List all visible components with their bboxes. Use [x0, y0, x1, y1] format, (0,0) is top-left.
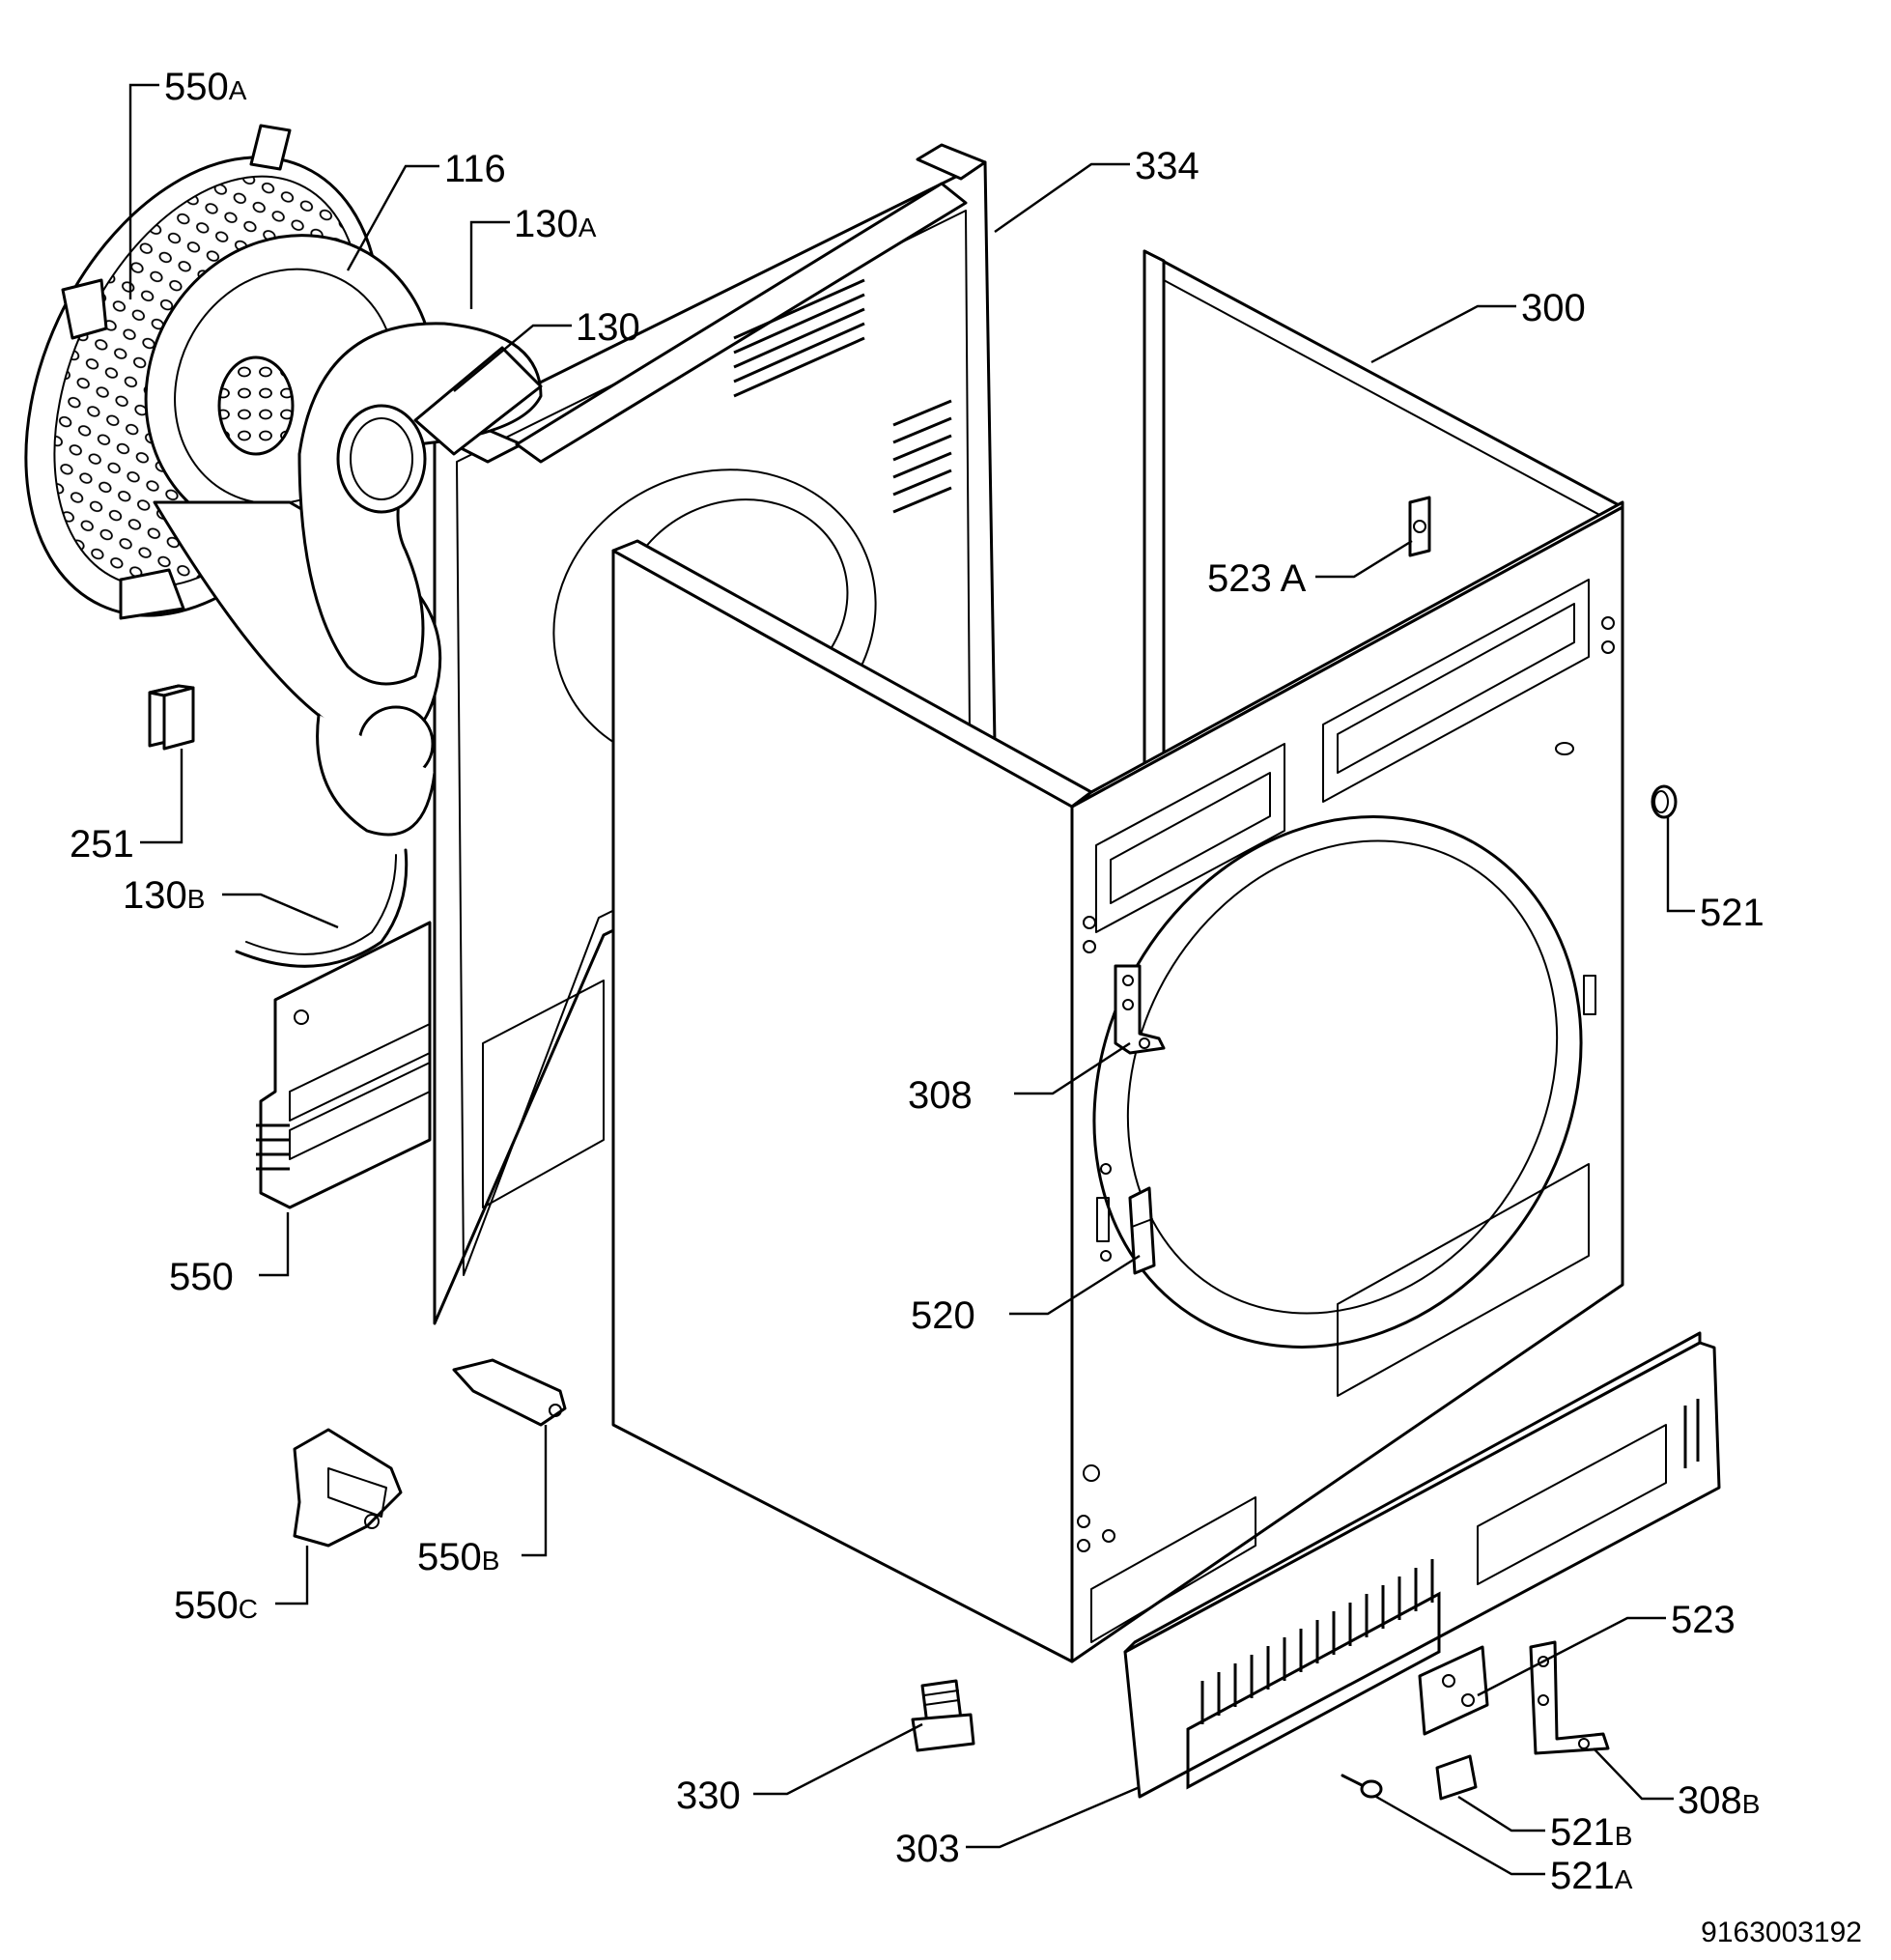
air-duct-550: [256, 921, 432, 1209]
clip-550c: [293, 1428, 403, 1548]
gasket-strip-130b: [235, 848, 409, 968]
plinth-panel-303: [1123, 1331, 1721, 1799]
plinth-vent-slots: [1200, 1559, 1434, 1724]
adjustable-foot-330: [911, 1679, 975, 1752]
label-521: 521: [1700, 892, 1764, 934]
gasket-130: [336, 346, 543, 514]
leader-lines: [128, 83, 1695, 1876]
cabinet-body-300: [611, 249, 1624, 1663]
label-130: 130: [576, 306, 640, 349]
label-523: 523: [1671, 1599, 1736, 1641]
label-308b: 308B: [1678, 1779, 1760, 1822]
label-330: 330: [676, 1775, 741, 1817]
label-523a: 523 A: [1207, 557, 1307, 600]
duct-ribs: [256, 1123, 290, 1171]
hinge-520: [1128, 1186, 1156, 1275]
label-300: 300: [1521, 287, 1586, 329]
cap-521b: [1435, 1754, 1478, 1801]
label-303: 303: [895, 1828, 960, 1870]
label-116: 116: [444, 148, 506, 190]
label-550c: 550C: [174, 1584, 258, 1627]
rear-panel-vent-slots: [733, 278, 952, 514]
label-521a: 521A: [1550, 1855, 1633, 1897]
label-550a: 550A: [164, 66, 247, 108]
label-251: 251: [70, 823, 134, 866]
label-520: 520: [911, 1294, 975, 1337]
bracket-308b: [1529, 1640, 1610, 1755]
plate-523: [1418, 1645, 1489, 1736]
latch-523a: [1408, 496, 1431, 557]
foam-block-251: [148, 684, 195, 751]
label-550: 550: [169, 1256, 234, 1298]
label-130b: 130B: [123, 874, 205, 917]
clip-550b: [452, 1358, 567, 1427]
bracket-308: [1114, 964, 1166, 1055]
document-number: 9163003192: [1701, 1917, 1862, 1948]
label-308: 308: [908, 1074, 973, 1117]
label-130a: 130A: [514, 203, 597, 245]
screw-521a: [1341, 1774, 1383, 1799]
label-334: 334: [1135, 145, 1200, 187]
part-labels: 550A 116 130A 130 334 300 523 A 251 130B…: [70, 66, 1764, 1897]
label-550b: 550B: [417, 1536, 499, 1578]
label-521b: 521B: [1550, 1811, 1632, 1854]
cap-521: [1651, 784, 1678, 819]
